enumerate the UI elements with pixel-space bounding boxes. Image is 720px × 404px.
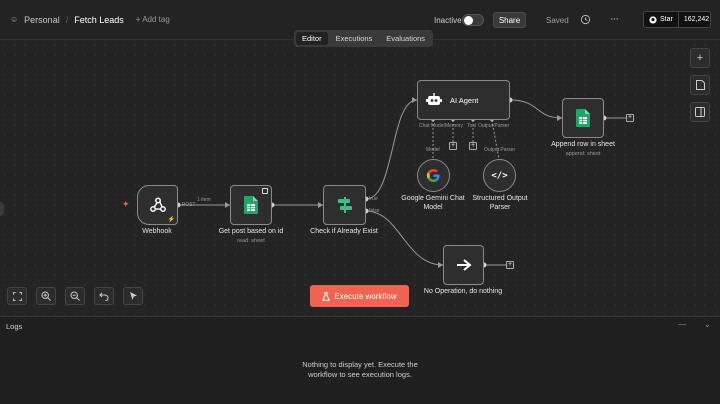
execute-workflow-label: Execute workflow — [334, 291, 397, 301]
fit-view-icon — [12, 291, 22, 301]
add-tag-link[interactable]: + Add tag — [135, 15, 170, 24]
node-append-row[interactable] — [562, 98, 604, 138]
webhook-output-label: POST — [182, 202, 196, 208]
more-options-icon[interactable]: ··· — [610, 13, 619, 25]
saved-status: Saved — [546, 16, 569, 25]
node-check-exists[interactable] — [323, 185, 366, 225]
google-sheets-icon — [244, 196, 258, 214]
project-link[interactable]: Personal — [24, 14, 60, 25]
robot-icon — [426, 93, 442, 105]
add-memory-button[interactable]: + — [449, 142, 457, 150]
undo-icon — [99, 292, 109, 301]
workflow-name[interactable]: Fetch Leads — [74, 14, 124, 25]
if-branch-icon — [337, 197, 352, 213]
add-after-append-button[interactable]: + — [626, 114, 634, 122]
active-toggle[interactable] — [462, 14, 484, 26]
tab-executions[interactable]: Executions — [335, 34, 373, 43]
node-check-label: Check if Already Exist — [310, 228, 378, 235]
node-gemini-model[interactable] — [417, 159, 450, 192]
check-false-label: false — [369, 208, 380, 214]
selection-tool-button[interactable] — [123, 287, 143, 305]
collapse-logs-icon[interactable]: ⌄ — [704, 320, 711, 329]
github-star-label: Star — [660, 16, 673, 23]
workflow-canvas[interactable] — [0, 40, 720, 316]
check-true-label: true — [369, 196, 378, 202]
panel-icon — [695, 107, 705, 117]
fit-view-button[interactable] — [7, 287, 27, 305]
github-star-count: 162,242 — [683, 16, 710, 23]
node-ai-agent[interactable]: AI Agent — [417, 80, 510, 120]
note-icon — [695, 80, 705, 90]
node-output-parser[interactable]: </> — [483, 159, 516, 192]
add-node-button[interactable]: + — [690, 48, 710, 68]
view-tabs: Editor Executions Evaluations — [294, 30, 434, 47]
code-icon: </> — [491, 170, 508, 181]
node-gemini-label-2: Model — [423, 204, 443, 211]
zoom-in-button[interactable] — [36, 287, 56, 305]
flask-icon — [322, 291, 331, 301]
breadcrumb: ☺ Personal / Fetch Leads + Add tag — [0, 15, 170, 25]
node-append-label: Append row in sheet — [551, 141, 615, 148]
share-button[interactable]: Share — [493, 12, 526, 28]
cursor-icon — [129, 292, 137, 300]
external-link-icon[interactable] — [262, 188, 268, 194]
node-get-post-label: Get post based on id — [218, 228, 284, 235]
history-icon[interactable] — [580, 14, 591, 25]
node-gemini-label-1: Google Gemini Chat — [401, 195, 465, 202]
node-no-op[interactable] — [443, 245, 484, 285]
sticky-note-button[interactable] — [690, 75, 710, 95]
node-no-op-label: No Operation, do nothing — [423, 288, 503, 295]
node-get-post[interactable] — [230, 185, 272, 225]
node-ai-agent-label: AI Agent — [450, 95, 479, 105]
github-icon — [649, 15, 657, 24]
google-sheets-icon — [576, 109, 590, 127]
logs-title: Logs — [6, 322, 23, 331]
github-star-widget[interactable]: Star 162,242 — [643, 11, 711, 28]
node-webhook-label: Webhook — [142, 228, 172, 235]
add-tool-button[interactable]: + — [469, 142, 477, 150]
arrow-right-icon — [456, 259, 472, 271]
breadcrumb-separator: / — [65, 14, 69, 25]
gemini-port-label: Model — [426, 147, 440, 153]
add-after-noop-button[interactable]: + — [506, 261, 514, 269]
agent-port-memory: Memory — [445, 123, 464, 129]
logs-empty-line-1: Nothing to display yet. Execute the — [302, 360, 418, 369]
logs-empty-message: Nothing to display yet. Execute the work… — [0, 360, 720, 380]
active-status-label: Inactive — [434, 16, 462, 25]
node-webhook[interactable]: ⚡ — [137, 185, 178, 225]
minimize-logs-icon[interactable]: — — [678, 320, 686, 329]
agent-port-chat-model: Chat Model — [419, 123, 445, 129]
undo-button[interactable] — [94, 287, 114, 305]
agent-port-output-parser: Output Parser — [478, 123, 510, 129]
agent-port-tool: Tool — [467, 123, 477, 129]
zoom-in-icon — [41, 291, 51, 301]
node-parser-label-1: Structured Output — [472, 195, 528, 202]
zoom-out-icon — [70, 291, 80, 301]
webhook-icon — [149, 197, 166, 213]
node-get-post-sub: read: sheet — [237, 238, 265, 244]
node-append-sub: append: sheet — [565, 151, 601, 157]
bolt-badge-icon: ⚡ — [167, 217, 175, 223]
tab-editor[interactable]: Editor — [296, 32, 328, 45]
github-star-button[interactable]: Star — [644, 12, 679, 27]
logs-empty-line-2: workflow to see execution logs. — [308, 370, 412, 379]
execute-workflow-button[interactable]: Execute workflow — [310, 285, 409, 307]
tab-evaluations[interactable]: Evaluations — [386, 34, 426, 43]
logs-panel: Logs — ⌄ Nothing to display yet. Execute… — [0, 316, 720, 404]
getpost-items-label: 1 item — [197, 197, 211, 203]
zoom-out-button[interactable] — [65, 287, 85, 305]
node-parser-label-2: Parser — [489, 204, 511, 211]
plus-icon: + — [696, 52, 704, 64]
google-icon — [426, 168, 440, 183]
canvas-left-handle[interactable] — [0, 202, 4, 216]
toggle-panel-button[interactable] — [690, 102, 710, 122]
trigger-bolt-icon: ✦ — [122, 199, 130, 209]
user-icon: ☺ — [10, 15, 19, 24]
parser-port-label: Output Parser — [484, 147, 516, 153]
